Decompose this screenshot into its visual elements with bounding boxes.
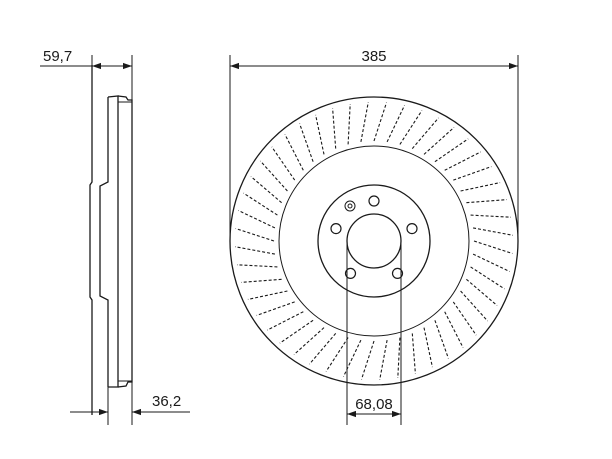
locating-hole [344,200,356,212]
cooling-vane [279,319,314,344]
cooling-vane [247,290,288,300]
cooling-vane [466,199,507,204]
cooling-vane [243,192,278,216]
cooling-vane [373,102,388,142]
dimension-hub-height: 59,7 [40,48,132,70]
cooling-vane [241,278,282,283]
cooling-vane [360,340,375,380]
cooling-vane [466,278,498,306]
cooling-vane [453,166,492,181]
locating-hole-inner [347,203,353,209]
disc-outer-edge [229,96,519,386]
cooling-vane [256,301,295,316]
dimension-label-center-bore: 68,08 [355,396,393,413]
cooling-vane [271,146,296,181]
hub-outer-circle [317,184,431,298]
cooling-vane [444,311,464,348]
dimension-label-disc-thickness: 36,2 [152,393,181,410]
bolt-hole [330,223,342,235]
dimension-disc-thickness: 36,2 [70,393,190,416]
cooling-vane [460,290,489,322]
cooling-vanes [234,101,514,381]
cooling-vane [386,105,405,143]
front-view [229,96,519,386]
cooling-vane [347,103,351,145]
cooling-vane [250,176,282,204]
dimension-label-disc-diameter: 385 [361,48,386,65]
side-profile-view [89,55,133,425]
cooling-vane [423,327,433,368]
braking-band-outer [117,95,133,388]
bolt-hole [391,267,404,279]
cooling-vane [235,227,275,242]
cooling-vane [325,337,349,372]
cooling-vane [472,253,510,272]
cooling-vane [309,333,337,365]
cooling-vane [411,333,416,374]
cooling-vane [444,151,481,171]
cooling-vane [434,138,469,163]
cooling-vane [434,320,449,359]
bolt-hole [406,223,418,235]
cooling-vane [284,134,304,171]
cooling-vane [379,339,388,381]
bolt-holes [330,195,418,279]
cooling-vane [470,266,505,290]
cooling-vane [399,110,423,145]
cooling-vane [411,117,439,149]
cooling-vane [259,160,288,192]
cooling-vane [315,114,325,155]
hub-profile [89,65,93,415]
cooling-vane [473,240,513,255]
cooling-vane [452,301,477,336]
bolt-hole [344,267,357,279]
hub-inner-profile [99,97,109,387]
center-bore [346,213,402,269]
cooling-vane [299,123,314,162]
cooling-vane [343,339,362,377]
cooling-vane [238,210,276,229]
braking-band-inner-edge [278,145,470,337]
bolt-hole [368,195,380,207]
dimension-label-hub-height: 59,7 [43,48,72,65]
cooling-vane [472,227,514,236]
cooling-vane [397,337,401,379]
cooling-vane [234,246,276,255]
cooling-vane [267,311,304,331]
braking-band [107,95,119,388]
cooling-vane [423,126,455,155]
dimension-center-bore: 68,08 [346,242,402,425]
cooling-vane [360,101,369,143]
cooling-vane [332,108,337,149]
cooling-vane [236,264,278,268]
dimension-disc-diameter: 385 [229,48,519,240]
cooling-vane [470,214,512,218]
cooling-vane [460,182,501,192]
cooling-vane [293,327,325,356]
